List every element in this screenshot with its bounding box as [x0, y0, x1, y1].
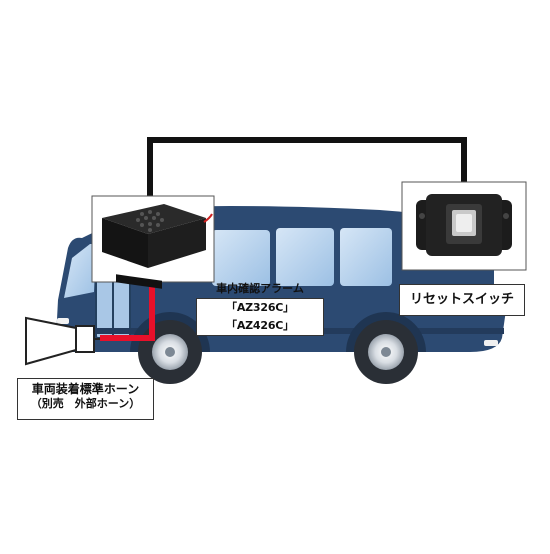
bus-wheel-rear [354, 320, 418, 384]
bus-window-1 [212, 230, 270, 286]
alarm-device [91, 195, 215, 289]
bus-taillight [484, 340, 498, 346]
horn-label: 車両装着標準ホーン （別売 外部ホーン） [17, 378, 154, 420]
reset-switch-label: リセットスイッチ [399, 284, 525, 316]
horn-label-line2: （別売 外部ホーン） [30, 397, 141, 411]
bus-front-window [64, 244, 96, 298]
bus-window-2 [276, 228, 334, 286]
alarm-caption: 車内確認アラーム 「AZ326C」「AZ426C」 [196, 280, 324, 336]
alarm-title: 車内確認アラーム [216, 282, 304, 295]
alarm-models: 「AZ326C」「AZ426C」 [196, 298, 324, 336]
switch-wire [147, 137, 467, 196]
horn-icon [25, 316, 100, 366]
horn-wire [100, 282, 155, 341]
horn-label-line1: 車両装着標準ホーン [31, 382, 140, 396]
bus-headlight [57, 318, 69, 324]
reset-switch-device [401, 181, 527, 271]
bus-window-3 [340, 228, 392, 286]
bus-wheel-front [138, 320, 202, 384]
speaker-grille [136, 210, 164, 232]
